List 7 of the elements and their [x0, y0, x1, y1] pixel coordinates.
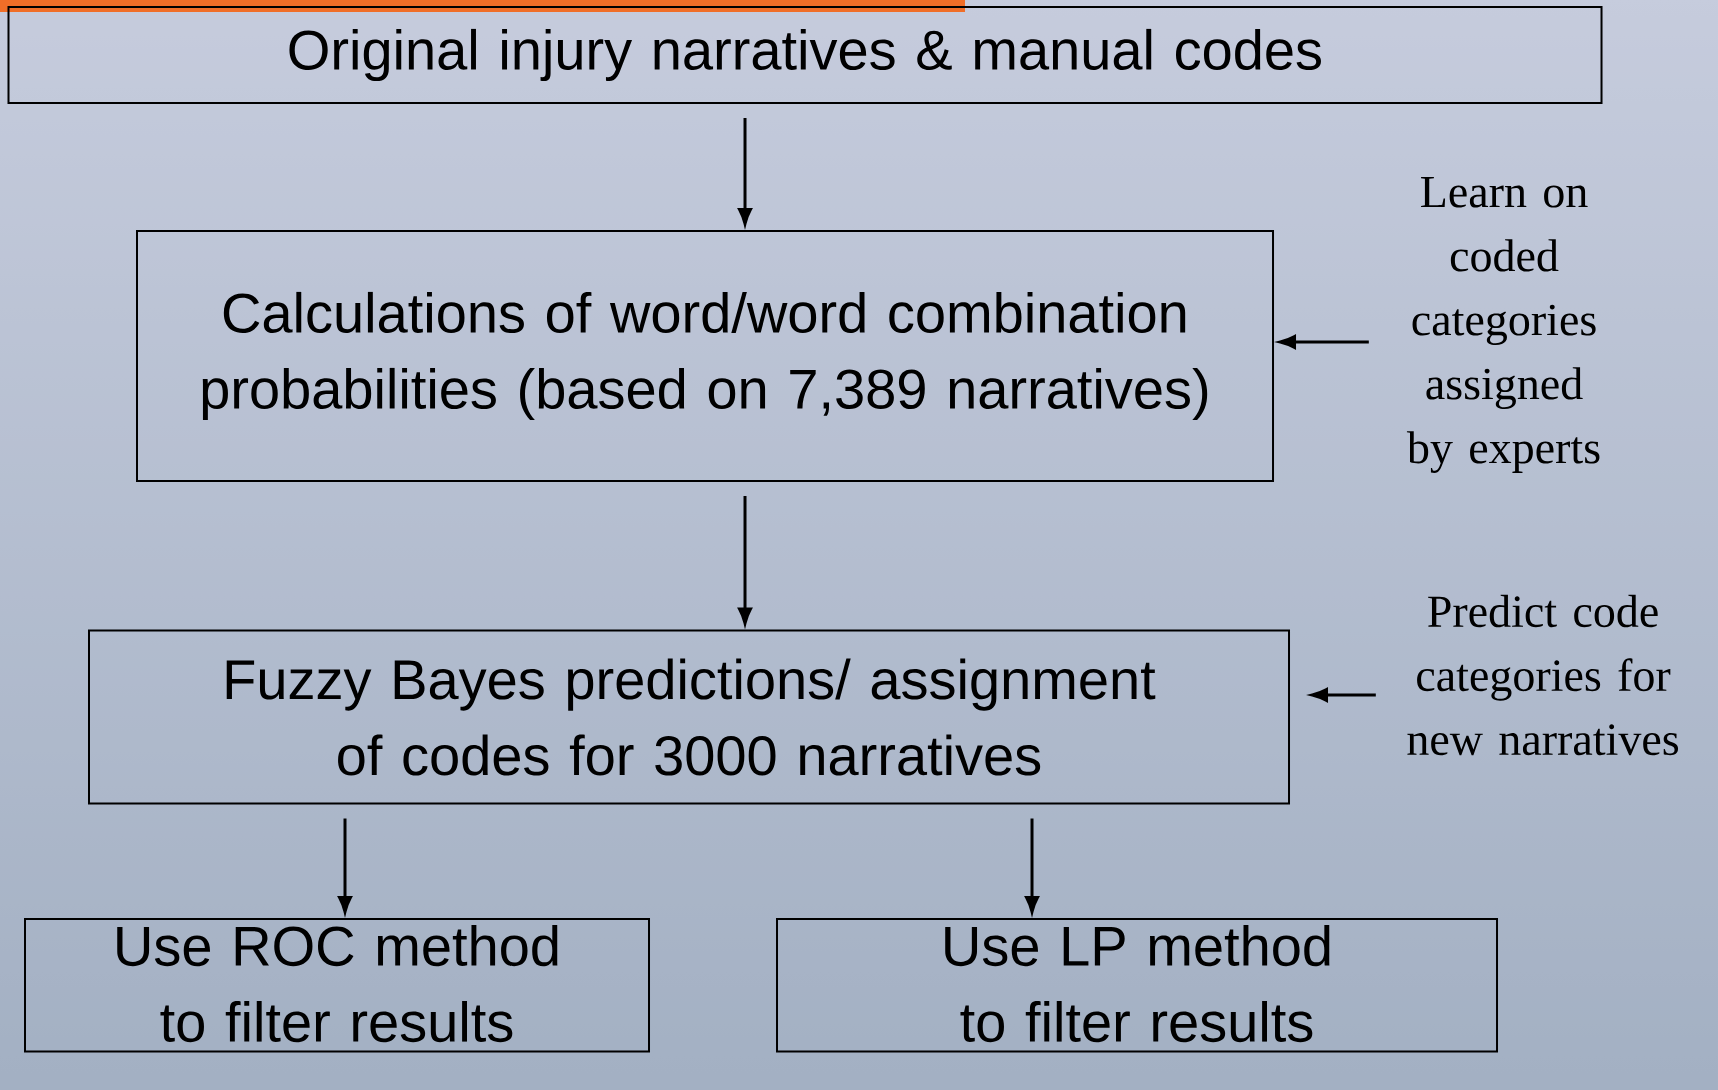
side-note: Predict code categories for new narratives	[1407, 594, 1679, 756]
process-box: Calculations of word/word combination probabilities (based on 7,389 narratives)	[136, 230, 1274, 482]
process-box: Original injury narratives & manual codes	[7, 6, 1603, 104]
process-box: Fuzzy Bayes predictions/ assignment of codes for 3000 narratives	[88, 629, 1290, 805]
process-box: Use ROC method to filter results	[24, 918, 650, 1053]
side-note: Learn on coded categories assigned by experts	[1406, 177, 1600, 474]
process-box: Use LP method to filter results	[776, 918, 1498, 1053]
